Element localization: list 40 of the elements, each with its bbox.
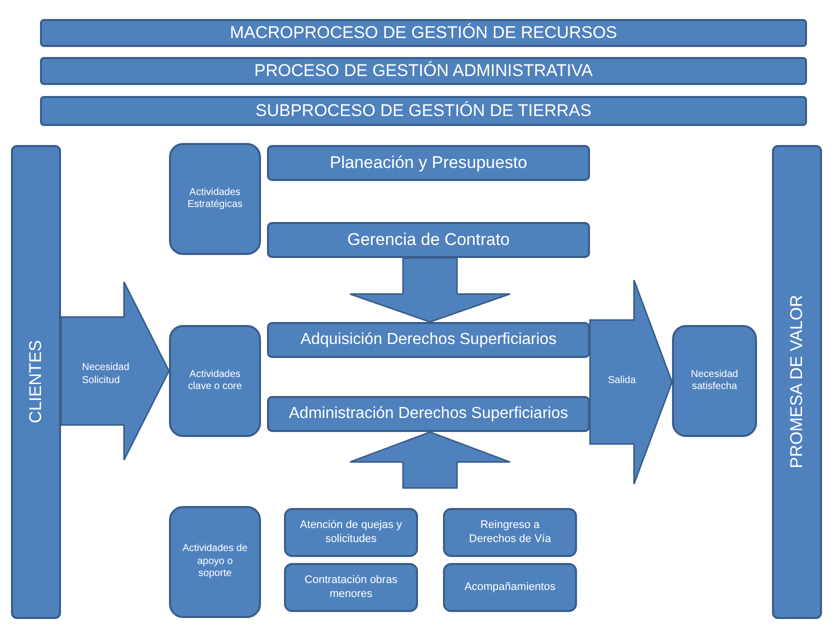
node-label: Gerencia de Contrato — [347, 229, 510, 251]
side-panel — [772, 145, 822, 619]
node-label: MACROPROCESO DE GESTIÓN DE RECURSOS — [230, 22, 618, 44]
title-banner — [40, 96, 807, 126]
node-label: Acompañamientos — [463, 580, 557, 594]
node-label: Atención de quejas y solicitudes — [298, 518, 404, 546]
category-box — [169, 325, 261, 437]
block-arrow — [349, 257, 511, 323]
vertical-label: PROMESA DE VALOR — [786, 295, 808, 469]
node-label: Contratación obras menores — [304, 574, 398, 602]
activity-box — [443, 508, 577, 557]
edge-label: Necesidad Solicitud — [82, 362, 130, 387]
node-label: Adquisición Derechos Superficiarios — [300, 330, 557, 350]
node-label: Planeación y Presupuesto — [330, 152, 528, 174]
node-label: Administración Derechos Superficiarios — [288, 404, 568, 424]
node-label: PROCESO DE GESTIÓN ADMINISTRATIVA — [254, 60, 593, 82]
node-label: Reingreso a Derechos de Vía — [468, 518, 552, 546]
title-banner — [40, 57, 807, 85]
category-box — [169, 143, 261, 255]
block-arrow — [349, 431, 511, 489]
block-arrow — [60, 281, 170, 461]
category-box — [169, 506, 261, 618]
edge-label: Salida — [608, 375, 637, 388]
activity-box — [443, 563, 577, 612]
node-label: Actividades Estratégicas — [186, 186, 244, 212]
process-box — [267, 396, 590, 432]
block-arrow — [589, 279, 673, 485]
node-label: Actividades clave o core — [187, 368, 243, 394]
activity-box — [284, 563, 418, 612]
process-box — [267, 222, 590, 258]
activity-box — [284, 508, 418, 557]
vertical-label: CLIENTES — [25, 340, 46, 424]
node-label: SUBPROCESO DE GESTIÓN DE TIERRAS — [256, 100, 592, 122]
node-label: Necesidad satisfecha — [690, 368, 740, 394]
process-box — [267, 145, 590, 181]
process-box — [267, 322, 590, 358]
result-box — [672, 325, 757, 437]
side-panel — [11, 145, 61, 619]
node-label: Actividades de apoyo o soporte — [181, 543, 249, 581]
title-banner — [40, 19, 807, 47]
